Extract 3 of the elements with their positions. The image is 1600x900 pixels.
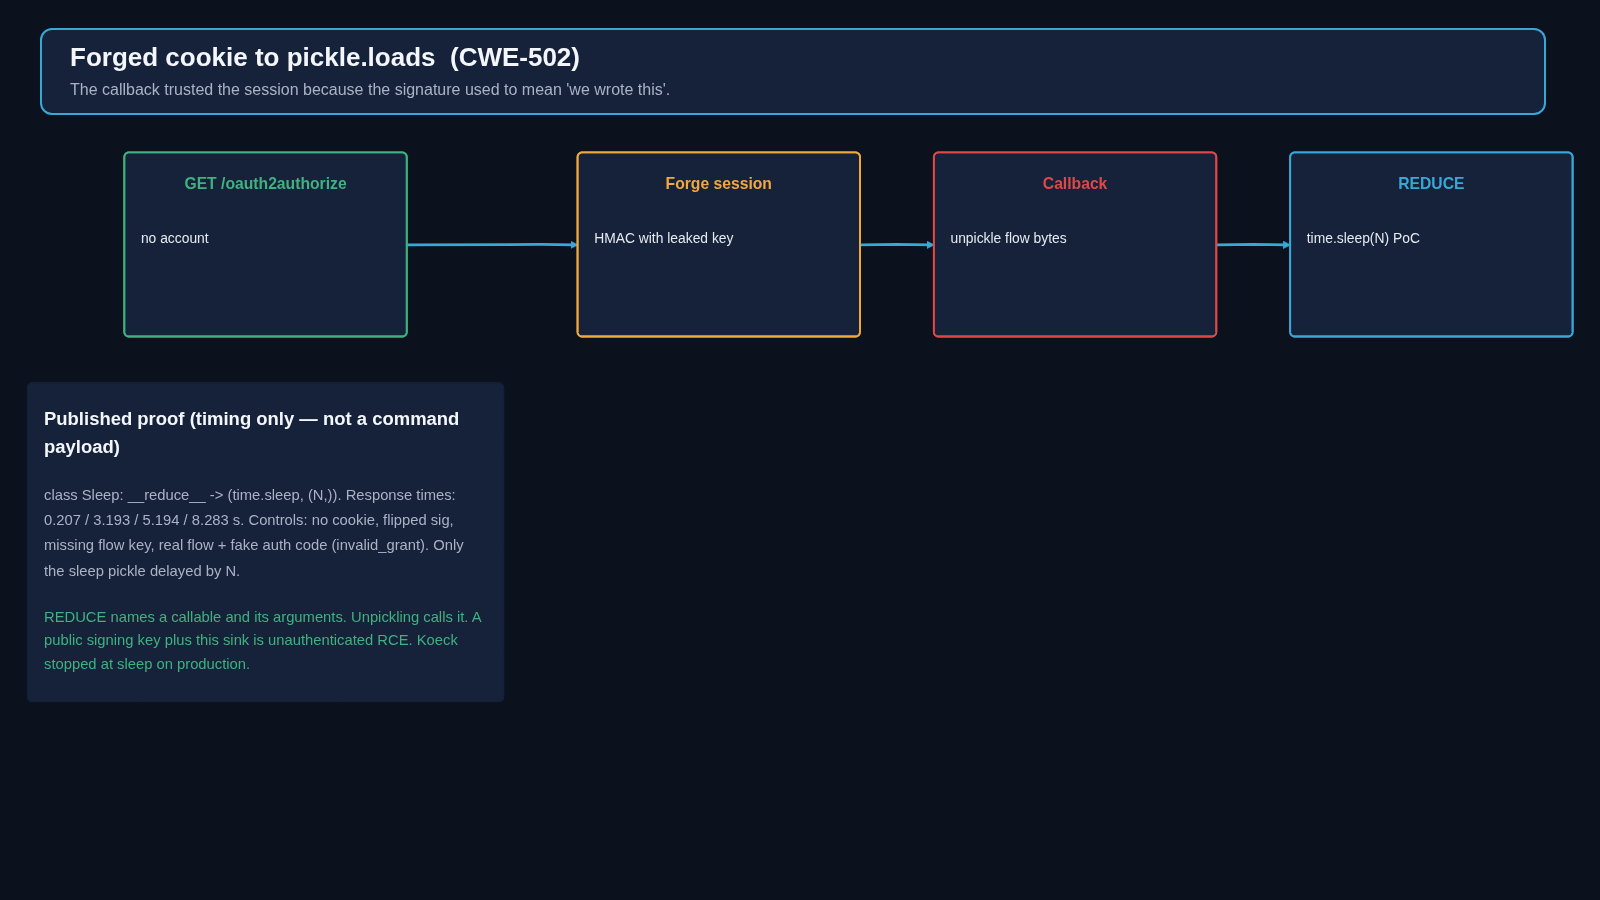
- diagram-title: Forged cookie to pickle.loads (CWE-502): [70, 42, 580, 73]
- subtitle: The callback trusted the session because the signature used to mean 'we wrote this'.: [70, 81, 671, 99]
- arrow: [1216, 240, 1291, 249]
